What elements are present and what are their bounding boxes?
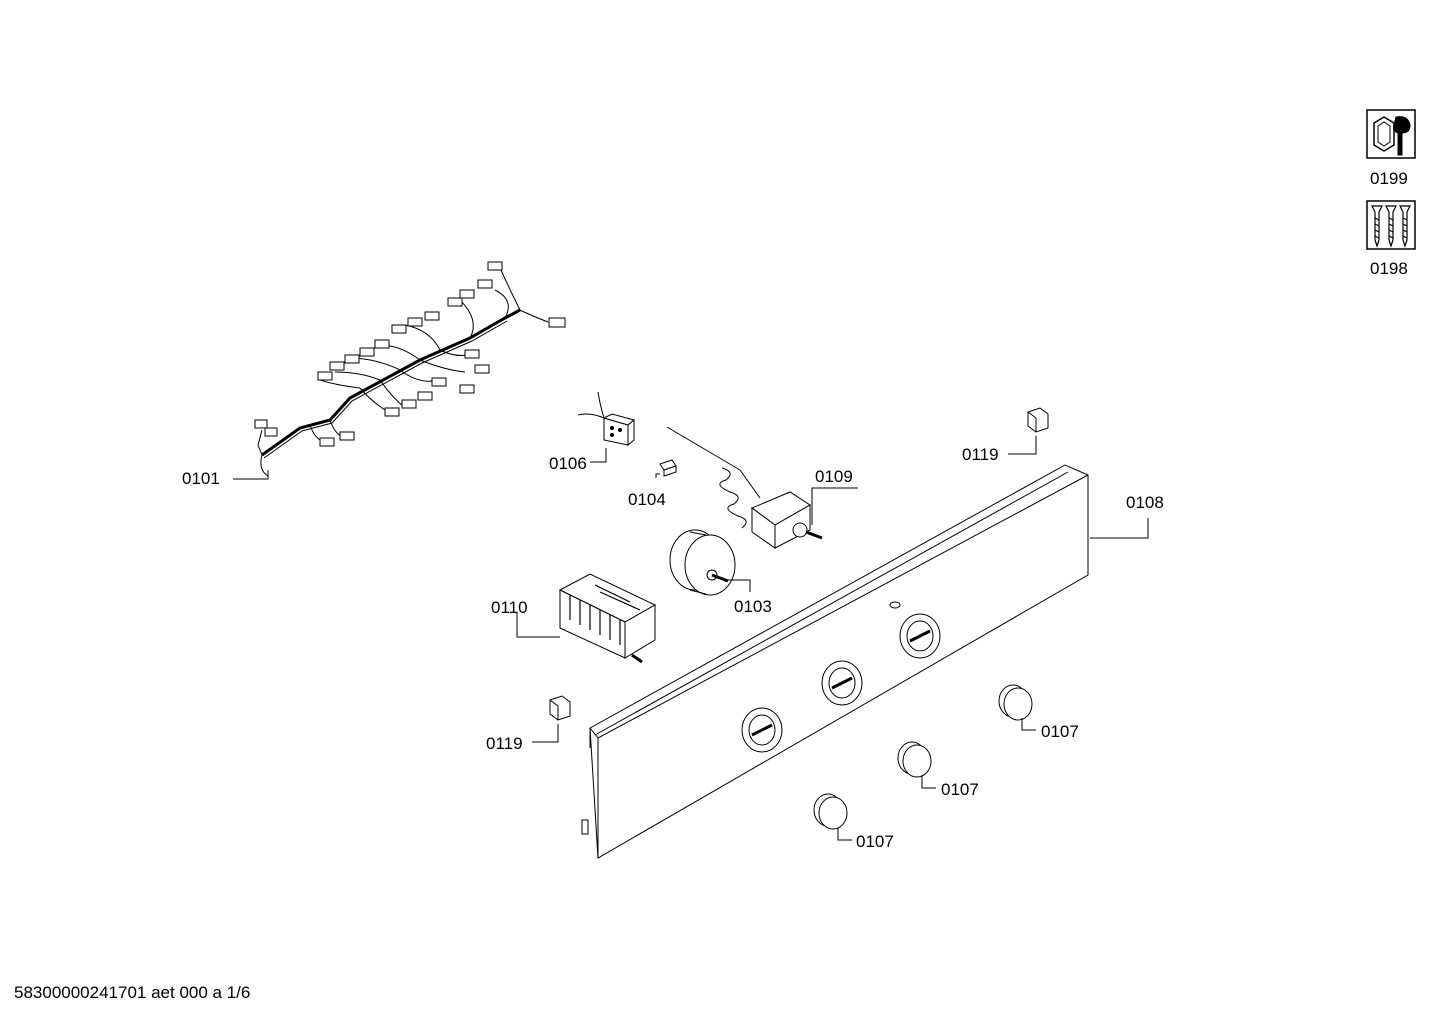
part-label-0103[interactable]: 0103 (734, 597, 772, 616)
part-label-0119-top[interactable]: 0119 (962, 445, 999, 464)
part-label-0107-left[interactable]: 0107 (856, 832, 894, 851)
mounting-clip-top-drawing (1008, 407, 1049, 455)
timer-motor-drawing (669, 529, 751, 596)
part-label-0106[interactable]: 0106 (549, 454, 587, 473)
tools-icon[interactable] (1366, 109, 1416, 164)
small-clip-drawing (655, 459, 677, 478)
control-panel-drawing (581, 464, 1149, 859)
part-label-0119-left[interactable]: 0119 (486, 734, 523, 753)
part-label-0107-right[interactable]: 0107 (1041, 722, 1079, 741)
part-label-0101[interactable]: 0101 (182, 469, 220, 488)
legend-label-0198: 0198 (1370, 259, 1408, 278)
part-label-0109[interactable]: 0109 (815, 467, 853, 486)
terminal-block-drawing (577, 391, 636, 463)
mounting-clip-left-drawing (532, 695, 571, 743)
part-label-0107-middle[interactable]: 0107 (941, 780, 979, 799)
part-label-0108[interactable]: 0108 (1126, 493, 1164, 512)
wiring-harness-drawing (233, 261, 566, 480)
legend-label-0199: 0199 (1370, 169, 1408, 188)
control-knob-drawings (813, 684, 1036, 841)
selector-switch-drawing (516, 573, 657, 664)
document-footer: 58300000241701 aet 000 a 1/6 (14, 983, 251, 1002)
thermostat-drawing (666, 426, 858, 549)
part-label-0104[interactable]: 0104 (628, 490, 666, 509)
screws-icon[interactable] (1366, 200, 1416, 255)
part-label-0110[interactable]: 0110 (491, 598, 528, 617)
